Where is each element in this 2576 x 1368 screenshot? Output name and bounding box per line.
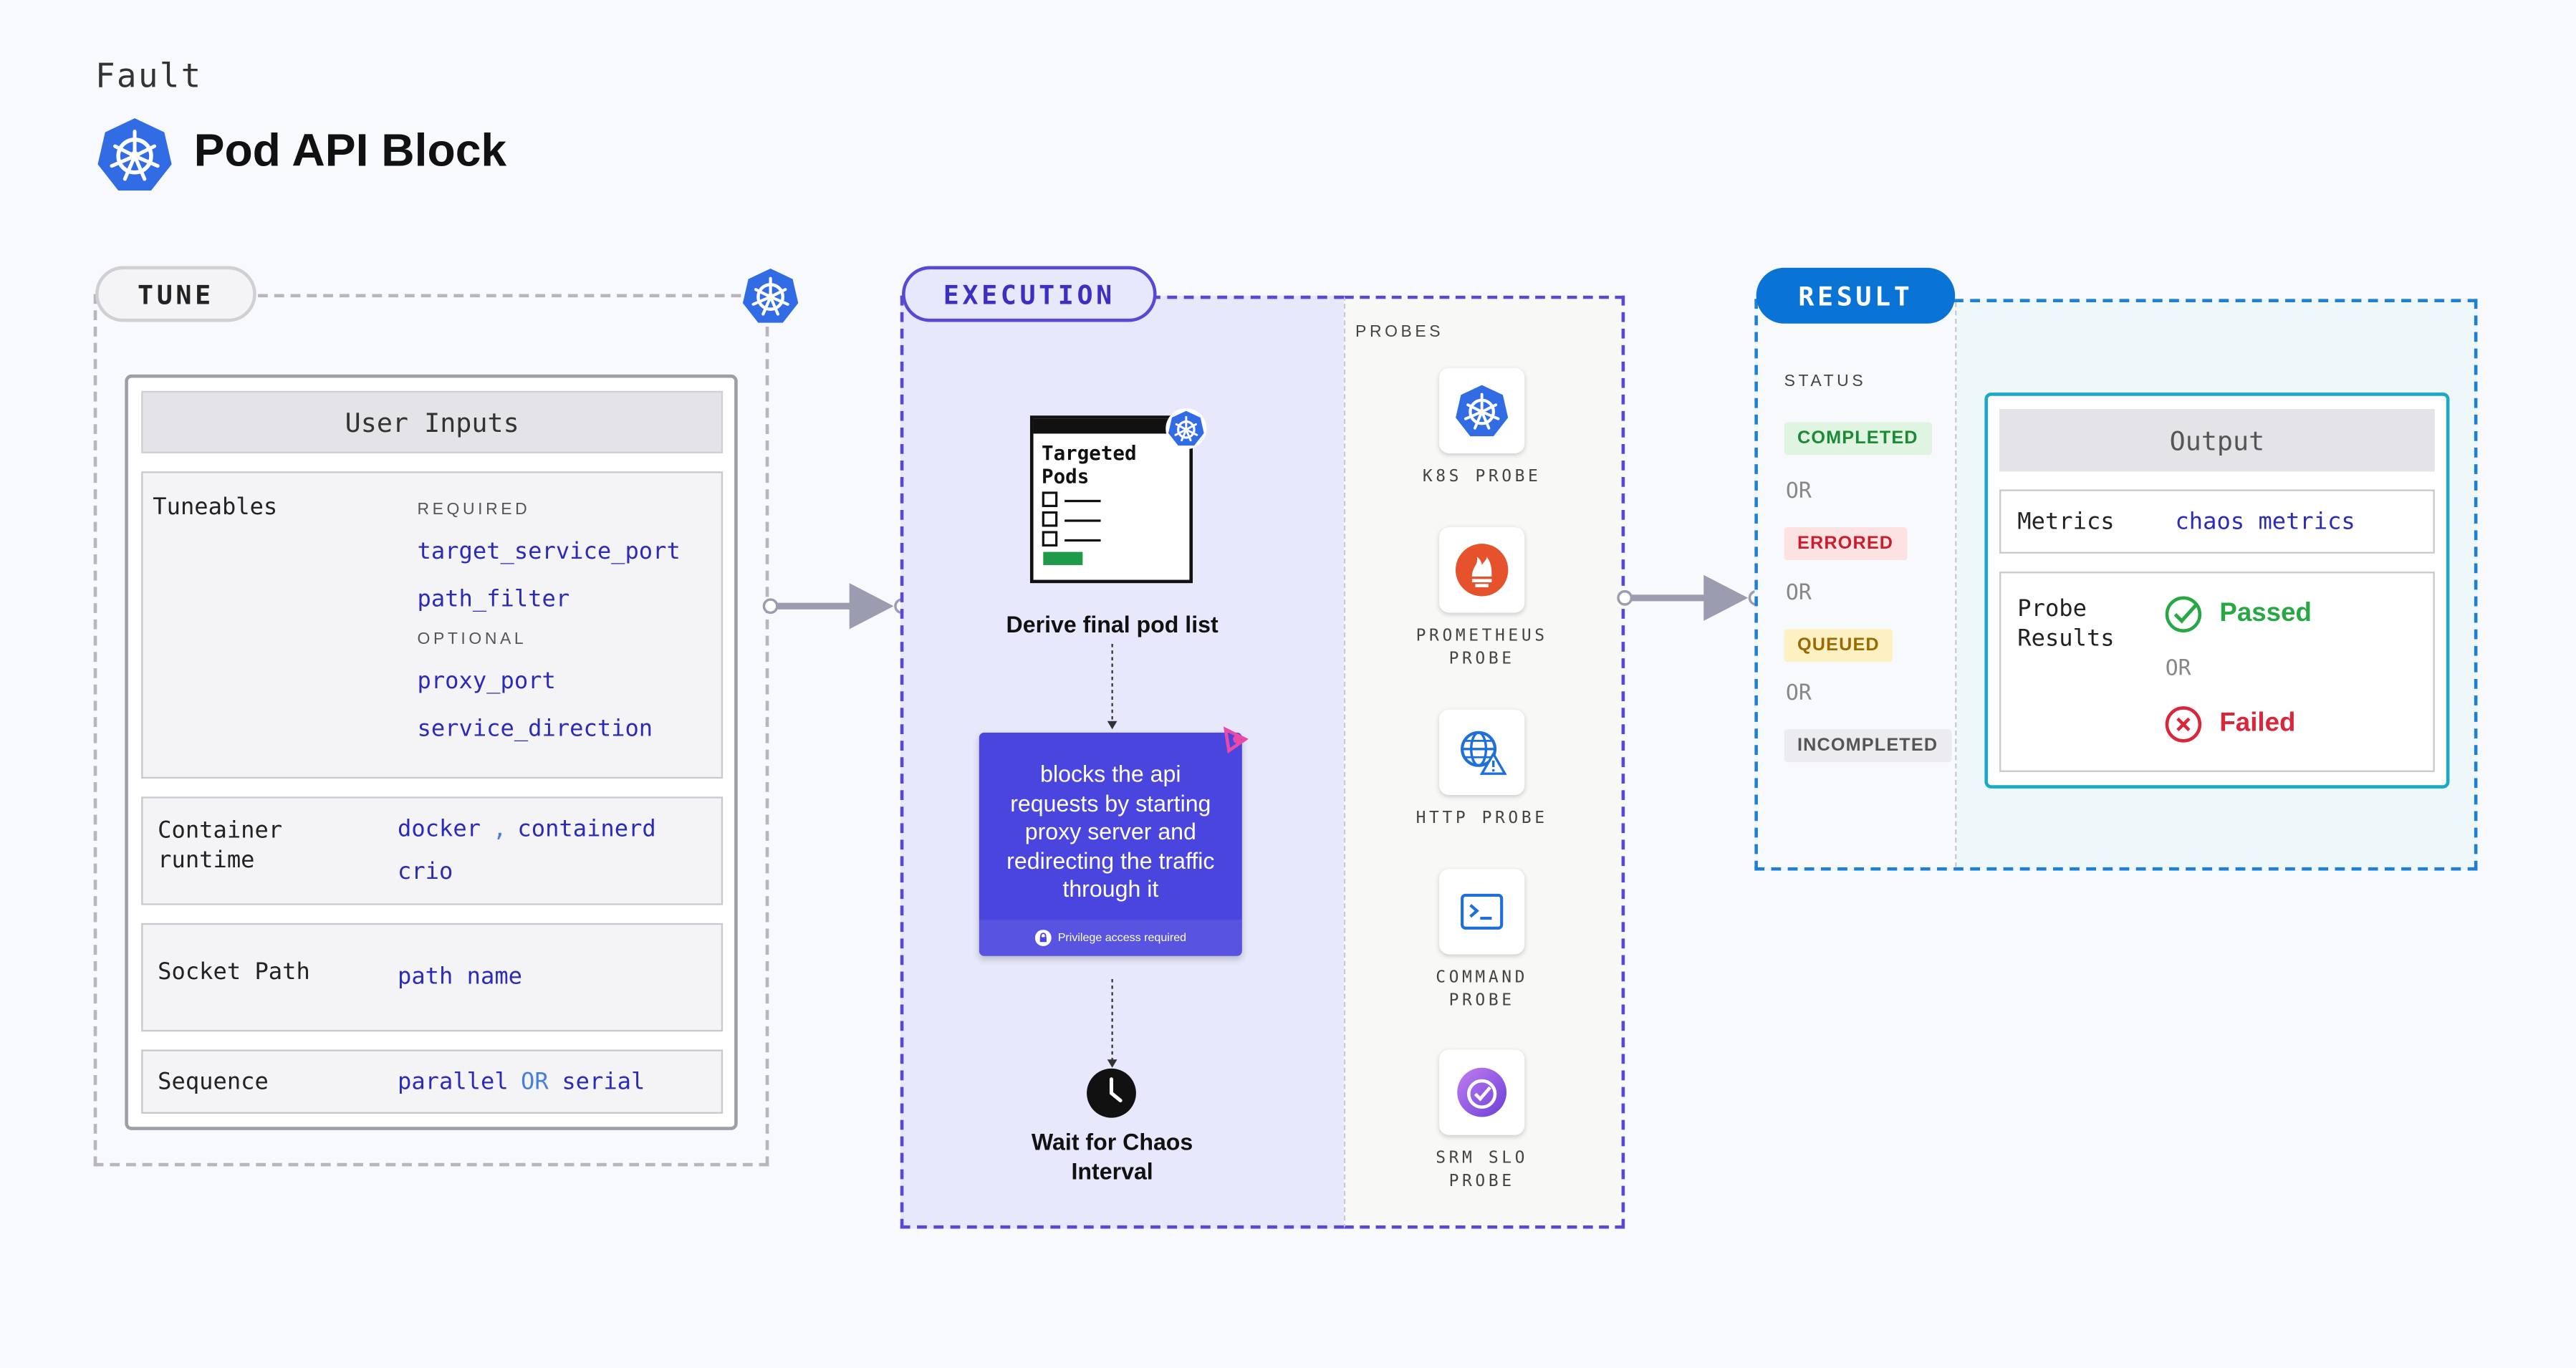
- metrics-value: chaos metrics: [2175, 509, 2355, 536]
- execution-pill: EXECUTION: [902, 266, 1157, 322]
- status-column: [1757, 302, 1957, 867]
- status-errored-badge: ERRORED: [1784, 527, 1907, 561]
- param-proxy-port: proxy_port: [417, 668, 556, 695]
- flow-arrow: [1617, 574, 1764, 621]
- sequence-serial: serial: [562, 1069, 645, 1096]
- clock-icon: [1087, 1068, 1136, 1118]
- fault-label: Fault: [95, 55, 203, 96]
- metrics-label: Metrics: [2017, 509, 2115, 536]
- runtime-containerd: containerd: [517, 816, 656, 843]
- probe-results-card: [1999, 572, 2435, 772]
- or-label: OR: [1785, 581, 1812, 607]
- targeted-pods-card: Targeted Pods: [1029, 415, 1193, 584]
- probe-results-label-line1: Probe: [2017, 596, 2087, 623]
- http-probe-label: HTTP PROBE: [1416, 809, 1548, 828]
- prometheus-probe-tile: [1439, 527, 1525, 613]
- prometheus-probe-label: PROMETHEUS PROBE: [1383, 626, 1580, 672]
- status-completed-badge: COMPLETED: [1784, 422, 1932, 456]
- checklist-icon: [1042, 491, 1101, 565]
- container-runtime-card: [141, 796, 724, 905]
- k8s-probe-tile: [1439, 367, 1525, 453]
- targeted-pods-line2: Pods: [1042, 465, 1090, 488]
- step-wait-chaos-interval: Wait for Chaos Interval: [981, 1127, 1244, 1186]
- prometheus-icon: [1455, 544, 1509, 597]
- container-runtime-label-line1: Container: [158, 818, 283, 844]
- socket-path-card: [141, 923, 724, 1032]
- http-probe-tile: [1439, 709, 1525, 796]
- fault-description-line5: through it: [1062, 875, 1159, 902]
- passed-label: Passed: [2219, 599, 2312, 628]
- command-icon: [1461, 893, 1504, 930]
- optional-tag: OPTIONAL: [417, 630, 527, 649]
- param-path-filter: path_filter: [417, 586, 570, 613]
- command-probe-label-line1: COMMAND: [1436, 969, 1529, 988]
- status-title: STATUS: [1784, 372, 1867, 391]
- kubernetes-icon: [97, 118, 172, 191]
- or-label: OR: [1785, 681, 1812, 707]
- step-wait-line2: Interval: [1071, 1157, 1153, 1185]
- result-pill: RESULT: [1756, 267, 1956, 324]
- targeted-pods-line1: Targeted: [1042, 441, 1137, 466]
- sequence-card: [141, 1049, 724, 1114]
- command-probe-tile: [1439, 869, 1525, 955]
- status-queued-badge: QUEUED: [1784, 629, 1893, 663]
- fault-card: blocks the api requests by starting prox…: [979, 732, 1242, 956]
- sequence-or: OR: [521, 1069, 549, 1096]
- step-wait-line1: Wait for Chaos: [1031, 1128, 1193, 1155]
- required-tag: REQUIRED: [417, 501, 531, 519]
- flow-arrow: [762, 583, 910, 630]
- fault-description-line1: blocks the api: [1040, 760, 1181, 787]
- or-label: OR: [1785, 479, 1812, 505]
- chaos-icon: [1223, 726, 1249, 754]
- connector-line: [1107, 644, 1118, 730]
- srm-slo-probe-label: SRM SLO PROBE: [1383, 1148, 1580, 1194]
- user-inputs-header: User Inputs: [141, 390, 724, 453]
- sequence-label: Sequence: [158, 1069, 269, 1096]
- srm-slo-probe-tile: [1439, 1049, 1525, 1135]
- tune-section: [93, 294, 769, 1167]
- or-label: OR: [2165, 657, 2191, 682]
- connector-line: [1107, 978, 1118, 1068]
- command-probe-label-line2: PROBE: [1448, 992, 1515, 1011]
- step-derive-pod-list: Derive final pod list: [1006, 611, 1219, 637]
- tuneables-label: Tuneables: [153, 494, 278, 521]
- runtime-separator: ,: [493, 816, 507, 843]
- prometheus-probe-label-line2: PROBE: [1448, 650, 1515, 669]
- lock-icon: [1034, 930, 1052, 946]
- probes-title: PROBES: [1355, 323, 1444, 342]
- privilege-note: Privilege access required: [1057, 932, 1187, 944]
- metrics-card: [1999, 489, 2435, 554]
- k8s-icon: [1456, 385, 1509, 437]
- param-service-direction: service_direction: [417, 716, 653, 743]
- output-header: Output: [1999, 409, 2435, 472]
- status-incompleted-badge: INCOMPLETED: [1784, 729, 1951, 763]
- http-icon: [1461, 731, 1507, 775]
- tune-pill: TUNE: [95, 266, 256, 322]
- fault-description-line4: redirecting the traffic: [1006, 847, 1215, 873]
- srm-slo-probe-label-line1: SRM SLO: [1436, 1150, 1529, 1168]
- probe-results-label-line2: Results: [2017, 625, 2115, 652]
- x-circle-icon: [2165, 706, 2202, 743]
- srm-slo-probe-label-line2: PROBE: [1448, 1172, 1515, 1191]
- kubernetes-icon: [1166, 408, 1207, 450]
- sequence-parallel: parallel: [398, 1069, 509, 1096]
- fault-description-line2: requests by starting: [1010, 789, 1211, 816]
- srm-slo-icon: [1457, 1067, 1507, 1117]
- failed-label: Failed: [2219, 709, 2296, 738]
- socket-path-label: Socket Path: [158, 959, 310, 986]
- command-probe-label: COMMAND PROBE: [1383, 968, 1580, 1013]
- tuneables-card: [141, 471, 724, 779]
- runtime-crio: crio: [398, 859, 453, 886]
- k8s-probe-label: K8S PROBE: [1422, 468, 1542, 486]
- fault-description-line3: proxy server and: [1024, 818, 1196, 844]
- check-circle-icon: [2165, 596, 2202, 632]
- kubernetes-icon: [742, 268, 799, 323]
- param-target-service-port: target_service_port: [417, 539, 681, 565]
- prometheus-probe-label-line1: PROMETHEUS: [1416, 627, 1548, 646]
- container-runtime-label-line2: runtime: [158, 847, 255, 875]
- page-title: Pod API Block: [193, 125, 507, 176]
- socket-path-value: path name: [398, 964, 522, 991]
- runtime-docker: docker: [398, 816, 481, 843]
